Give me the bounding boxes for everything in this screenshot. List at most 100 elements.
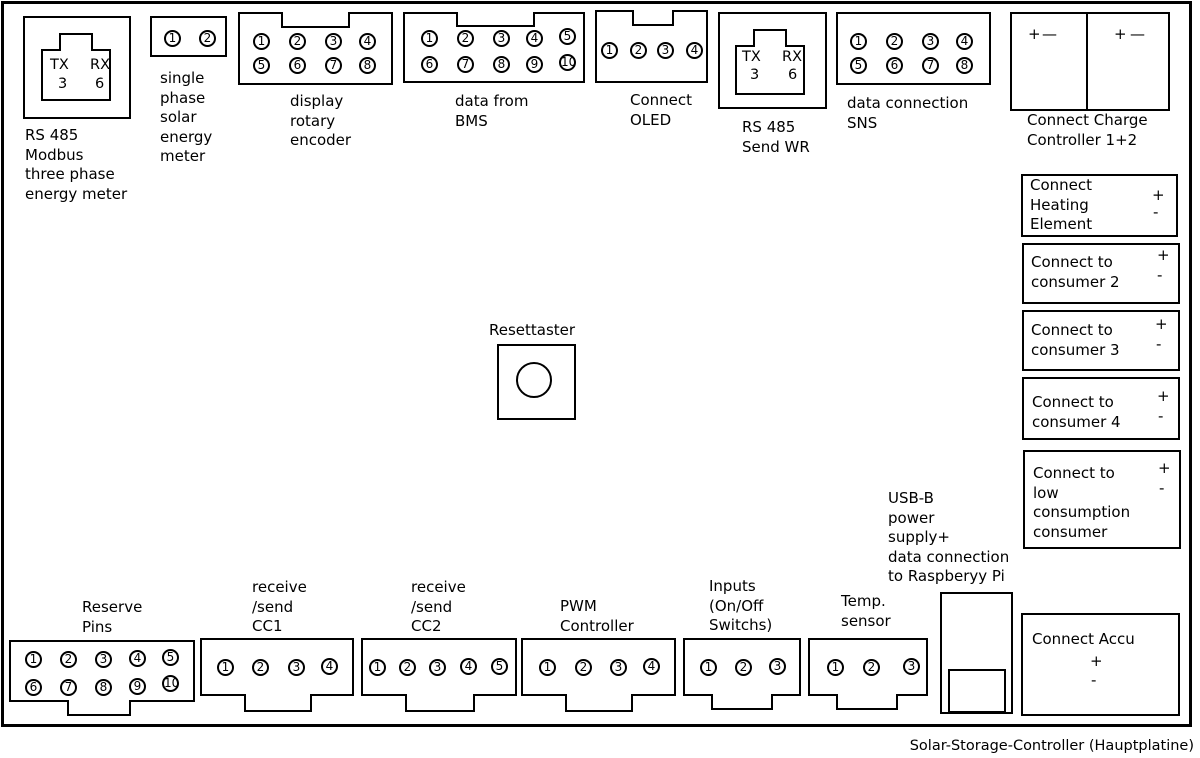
oled-label: Connect OLED [630, 91, 693, 129]
sns-pin: 3 [922, 33, 939, 50]
pwm-pin: 1 [539, 659, 556, 676]
display-pin: 3 [325, 33, 342, 50]
sns-pin: 8 [956, 57, 973, 74]
reserve-pin: 1 [25, 651, 42, 668]
cc2-pin: 4 [460, 658, 477, 675]
bms-pin: 1 [421, 30, 438, 47]
display-pin: 8 [359, 57, 376, 74]
low-consumer-minus: - [1159, 479, 1165, 497]
heating-connector [1021, 174, 1178, 237]
charge-2-minus: — [1130, 25, 1145, 43]
reserve-pin: 9 [129, 678, 146, 695]
consumer-2-minus: - [1157, 266, 1163, 284]
consumer-2-connector [1022, 243, 1180, 304]
sns-pin: 2 [886, 33, 903, 50]
reserve-label: Reserve Pins [82, 598, 143, 636]
oled-pin: 3 [657, 42, 674, 59]
inputs-pin: 3 [769, 658, 786, 675]
consumer-3-minus: - [1156, 335, 1162, 353]
low-consumer-label: Connect to low consumption consumer [1033, 464, 1131, 541]
oled-pin: 1 [601, 42, 618, 59]
rs485-modbus-rx-pin: 6 [95, 76, 105, 92]
consumer-4-plus: + [1157, 387, 1170, 405]
single-phase-pin: 2 [199, 30, 216, 47]
reserve-connector [9, 640, 195, 716]
sns-pin: 4 [956, 33, 973, 50]
temp-connector [808, 638, 928, 710]
display-connector-notch [281, 12, 350, 28]
bms-pin: 5 [559, 28, 576, 45]
display-pin: 4 [359, 33, 376, 50]
reserve-pin: 2 [60, 651, 77, 668]
accu-label: Connect Accu [1032, 630, 1135, 648]
display-label: display rotary encoder [290, 92, 352, 149]
pwm-label: PWM Controller [560, 597, 634, 635]
rs485-modbus-tx-pin: 3 [58, 76, 68, 92]
cc2-pin: 1 [369, 659, 386, 676]
rs485-wr-tx: TX [742, 49, 761, 65]
diagram-title: Solar-Storage-Controller (Hauptplatine) [909, 738, 1194, 754]
consumer-3-connector [1022, 310, 1180, 371]
charge-controller-label: Connect Charge Controller 1+2 [1027, 111, 1148, 149]
pwm-pin: 4 [643, 658, 660, 675]
bms-pin: 10 [559, 54, 577, 71]
accu-plus: + [1090, 652, 1103, 670]
reset-label: Resettaster [489, 321, 576, 339]
consumer-4-minus: - [1158, 407, 1164, 425]
reserve-pin: 10 [162, 675, 180, 692]
bms-pin: 7 [457, 56, 474, 73]
oled-pin: 2 [630, 42, 647, 59]
sns-pin: 7 [922, 57, 939, 74]
pwm-pin: 3 [610, 659, 627, 676]
rs485-wr-plug-outline [735, 29, 805, 95]
rs485-wr-rx-pin: 6 [788, 67, 798, 83]
cc1-pin: 4 [321, 658, 338, 675]
cc1-pin: 3 [288, 659, 305, 676]
single-phase-pin: 1 [164, 30, 181, 47]
cc1-pin: 1 [217, 659, 234, 676]
reserve-pin: 4 [129, 650, 146, 667]
reserve-pin: 6 [25, 679, 42, 696]
heating-minus: - [1153, 203, 1159, 221]
oled-pin: 4 [686, 42, 703, 59]
bms-connector-notch [456, 12, 535, 27]
rs485-modbus-label: RS 485 Modbus three phase energy meter [25, 126, 128, 203]
reset-button-circle[interactable] [516, 362, 552, 398]
consumer-4-connector [1022, 377, 1180, 440]
temp-pin: 1 [827, 659, 844, 676]
heating-plus: + [1152, 186, 1165, 204]
display-pin: 7 [325, 57, 342, 74]
consumer-2-plus: + [1157, 246, 1170, 264]
bms-pin: 4 [526, 30, 543, 47]
reserve-pin: 3 [95, 651, 112, 668]
heating-label: Connect Heating Element [1030, 176, 1093, 233]
charge-1-plus: + [1028, 25, 1041, 43]
rs485-wr-label: RS 485 Send WR [742, 118, 810, 156]
oled-connector-notch [632, 10, 674, 26]
single-phase-label: single phase solar energy meter [160, 69, 213, 165]
rs485-modbus-rx: RX [90, 57, 111, 73]
temp-pin: 2 [863, 659, 880, 676]
display-pin: 6 [289, 57, 306, 74]
pwm-connector [521, 638, 676, 712]
consumer-3-label: Connect to consumer 3 [1031, 321, 1120, 359]
cc1-label: receive /send CC1 [252, 578, 307, 635]
cc1-pin: 2 [252, 659, 269, 676]
bms-pin: 8 [493, 56, 510, 73]
temp-label: Temp. sensor [841, 592, 891, 630]
low-consumer-plus: + [1158, 459, 1171, 477]
consumer-4-label: Connect to consumer 4 [1032, 393, 1121, 431]
rs485-modbus-tx: TX [50, 57, 69, 73]
cc2-pin: 2 [399, 659, 416, 676]
inputs-connector [683, 638, 801, 710]
charge-2-plus: + [1114, 25, 1127, 43]
inputs-label: Inputs (On/Off Switchs) [709, 577, 773, 634]
sns-pin: 5 [850, 57, 867, 74]
inputs-pin: 1 [700, 659, 717, 676]
cc2-pin: 5 [491, 658, 508, 675]
charge-controller-connector [1010, 12, 1170, 111]
usb-label: USB-B power supply+ data connection to R… [888, 489, 1010, 585]
reserve-pin: 8 [95, 679, 112, 696]
temp-pin: 3 [903, 658, 920, 675]
display-pin: 5 [253, 57, 270, 74]
